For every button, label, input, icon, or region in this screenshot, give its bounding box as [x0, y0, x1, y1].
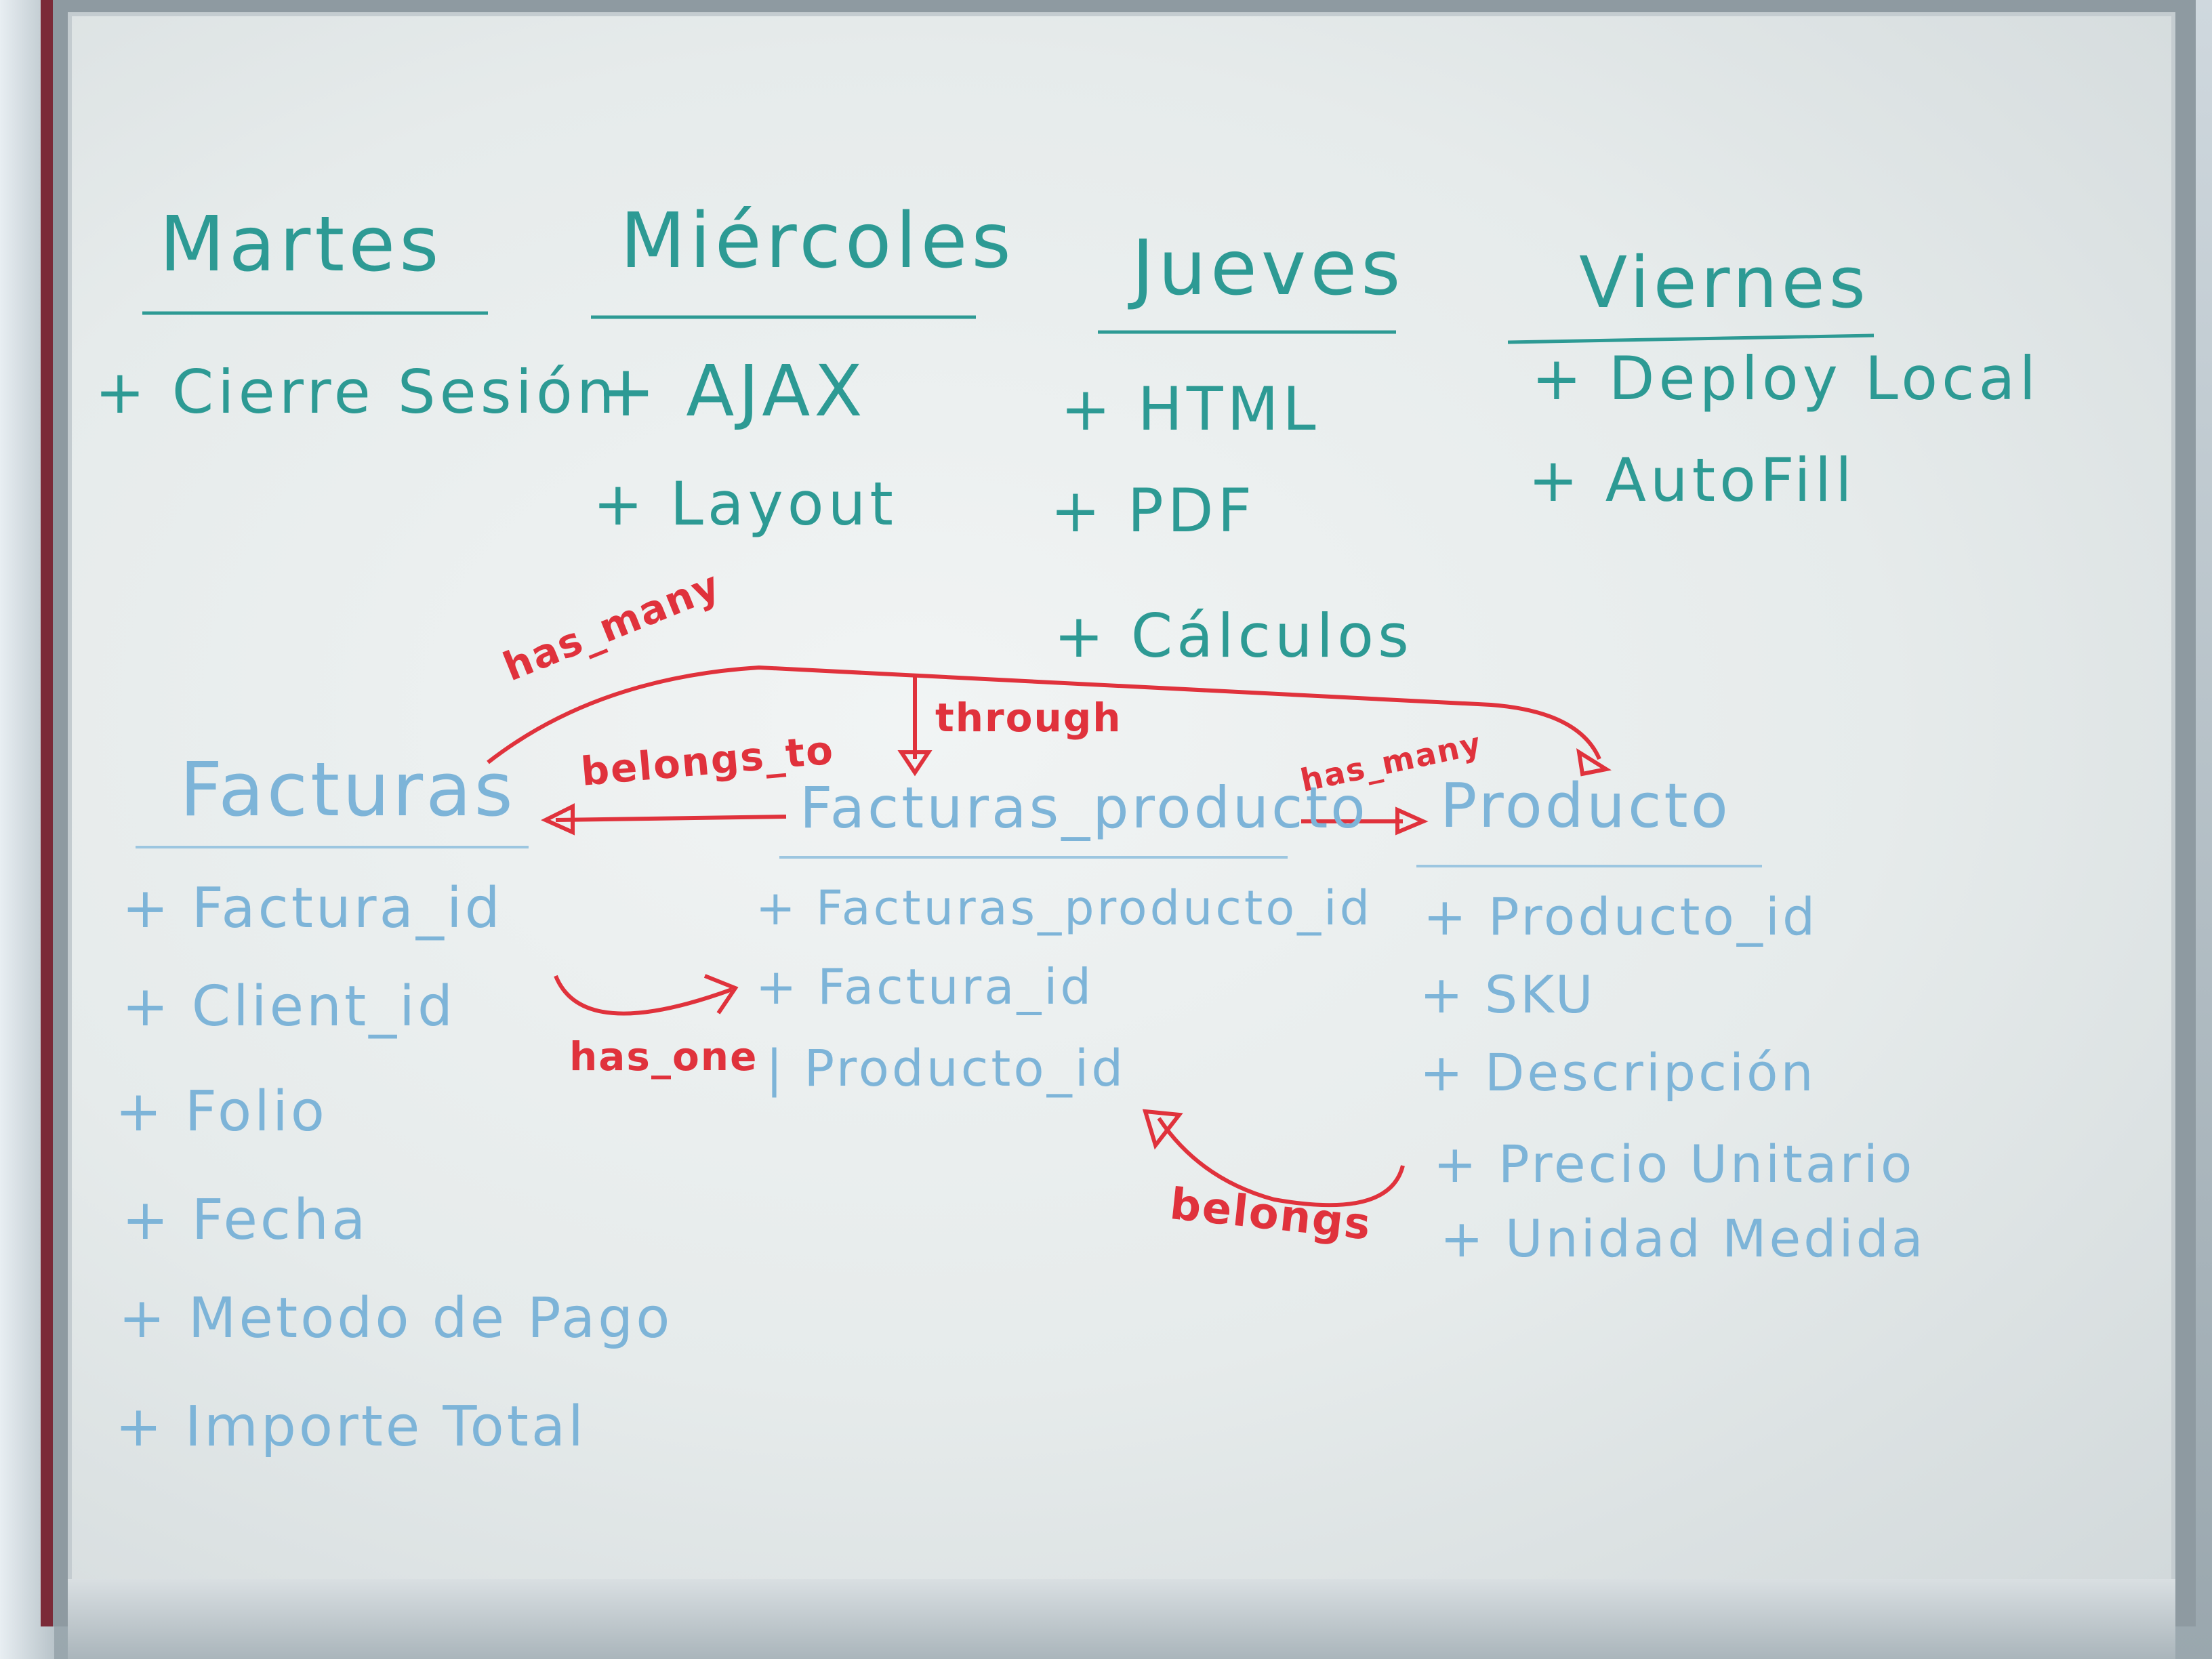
whiteboard — [68, 12, 2175, 1584]
field-fp-facturas-producto-id: + Facturas_producto_id — [756, 880, 1373, 936]
field-facturas-folio: + Folio — [115, 1080, 327, 1144]
field-facturas-metodo-pago: + Metodo de Pago — [119, 1286, 673, 1351]
has-many-right-arrowhead — [1395, 806, 1429, 836]
field-fp-factura-id: + Factura_id — [756, 958, 1094, 1015]
field-facturas-factura-id: + Factura_id — [122, 876, 503, 941]
belongs-arrow — [1157, 1117, 1405, 1208]
has-one-arrow — [554, 975, 733, 1016]
table-title-producto: Producto — [1440, 771, 1731, 842]
task-cierre-sesion: + Cierre Sesión — [95, 357, 619, 427]
belongs-to-arrowhead — [541, 803, 575, 836]
belongs-arrowhead — [1142, 1109, 1183, 1150]
field-producto-sku: + SKU — [1420, 964, 1596, 1025]
task-pdf: + PDF — [1050, 476, 1256, 546]
belongs-to-arrow — [555, 815, 787, 822]
field-producto-precio-unitario: + Precio Unitario — [1433, 1134, 1915, 1194]
day-martes: Martes — [159, 201, 443, 289]
day-jueves: Jueves — [1132, 224, 1405, 312]
task-autofill: + AutoFill — [1528, 445, 1856, 515]
underline-viernes — [1507, 333, 1875, 344]
table-title-facturas-producto: Facturas_producto — [800, 775, 1368, 841]
task-deploy-local: + Deploy Local — [1532, 344, 2040, 413]
label-through: through — [935, 695, 1122, 741]
day-miercoles: Miércoles — [620, 197, 1015, 285]
task-layout: + Layout — [593, 469, 897, 539]
label-has-one: has_one — [569, 1033, 758, 1080]
marker-tray — [68, 1579, 2175, 1659]
field-producto-producto-id: + Producto_id — [1423, 886, 1818, 947]
has-many-arrow — [487, 665, 1601, 764]
field-facturas-importe-total: + Importe Total — [115, 1395, 586, 1459]
task-calculos: + Cálculos — [1054, 601, 1413, 671]
task-html: + HTML — [1061, 374, 1320, 444]
table-title-facturas: Facturas — [180, 746, 516, 833]
field-producto-descripcion: + Descripción — [1420, 1042, 1816, 1103]
field-fp-producto-id: | Producto_id — [766, 1040, 1126, 1098]
has-many-arrowhead — [1576, 747, 1612, 777]
has-one-arrowhead — [703, 974, 739, 1015]
task-ajax: + AJAX — [596, 350, 867, 432]
field-facturas-fecha: + Fecha — [122, 1188, 369, 1252]
day-viernes: Viernes — [1579, 241, 1870, 324]
field-facturas-client-id: + Client_id — [122, 975, 455, 1039]
field-producto-unidad-medida: + Unidad Medida — [1440, 1208, 1926, 1269]
through-arrowhead — [897, 750, 933, 777]
